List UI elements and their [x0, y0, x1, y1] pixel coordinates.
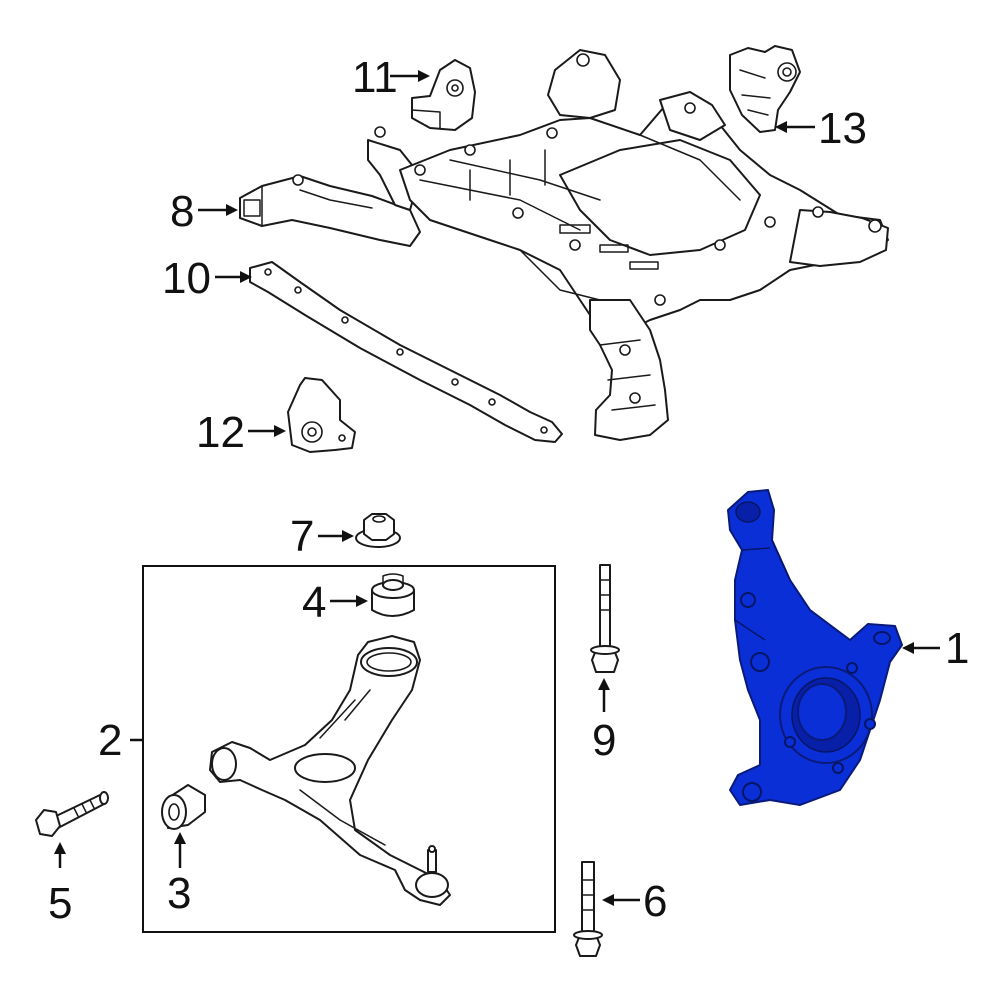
- nut: [355, 513, 401, 548]
- callout-1: 1: [945, 624, 969, 673]
- callout-10: 10: [162, 254, 211, 303]
- lower-bushing: [161, 784, 206, 830]
- crossmember-brace: [249, 261, 563, 443]
- callout-12: 12: [196, 408, 245, 457]
- upper-bushing: [371, 573, 415, 617]
- callout-11: 11: [352, 53, 398, 102]
- callout-7: 7: [290, 512, 314, 561]
- callout-labels: 1 2 3 4 5 6 7 8 9 10 11 12 13: [48, 53, 969, 928]
- bolt-5: [35, 791, 109, 837]
- callout-9: 9: [592, 716, 616, 765]
- callout-3: 3: [167, 869, 191, 918]
- callout-2: 2: [98, 716, 122, 765]
- callout-13: 13: [818, 104, 867, 153]
- callout-5: 5: [48, 879, 72, 928]
- subframe: [239, 49, 889, 441]
- callout-8: 8: [170, 187, 194, 236]
- rear-mount: [729, 45, 801, 133]
- control-arm-kit-box: [142, 565, 556, 933]
- upper-mount: [411, 59, 476, 131]
- lower-mount: [287, 377, 356, 453]
- bolt-6: [573, 861, 603, 957]
- bolt-9: [590, 564, 620, 673]
- callout-4: 4: [302, 578, 326, 627]
- callout-6: 6: [643, 877, 667, 926]
- steering-knuckle[interactable]: [727, 489, 903, 806]
- lower-control-arm: [209, 635, 451, 906]
- callout-arrows: [54, 70, 940, 906]
